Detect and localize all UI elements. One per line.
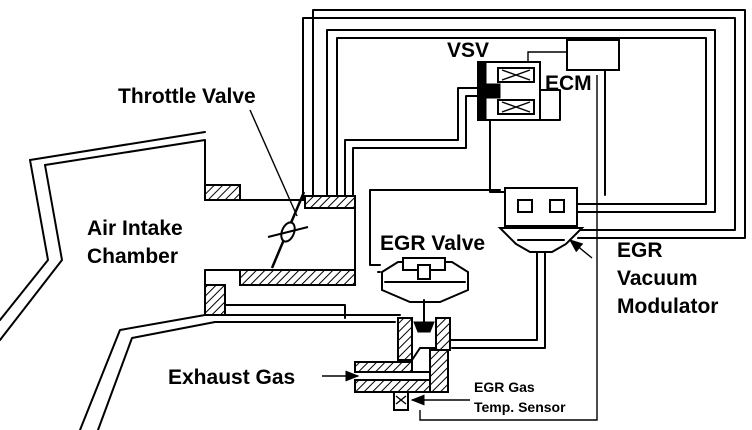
air-intake-label-2: Chamber bbox=[87, 245, 178, 268]
pointer-arrow-icon bbox=[322, 370, 470, 406]
egr-valve bbox=[369, 189, 501, 361]
throttle-valve-label: Throttle Valve bbox=[118, 85, 256, 108]
vacuum-hoses bbox=[302, 9, 746, 239]
exhaust-passage bbox=[354, 347, 449, 393]
modulator-label-3: Modulator bbox=[617, 295, 718, 318]
vsv-label: VSV bbox=[447, 39, 489, 62]
ecm-label: ECM bbox=[545, 72, 592, 95]
air-intake-chamber bbox=[0, 131, 401, 430]
sensor-wire bbox=[419, 75, 598, 421]
throttle-plate-icon bbox=[267, 191, 309, 269]
ecm-box bbox=[566, 39, 620, 196]
egr-valve-label: EGR Valve bbox=[380, 232, 485, 255]
temp-sensor-label-2: Temp. Sensor bbox=[474, 399, 566, 415]
exhaust-gas-label: Exhaust Gas bbox=[168, 366, 295, 389]
temp-sensor-label-1: EGR Gas bbox=[474, 379, 535, 395]
vsv-solenoid bbox=[477, 61, 541, 121]
throttle-leader bbox=[249, 109, 298, 217]
egr-vacuum-modulator bbox=[449, 187, 593, 349]
air-intake-label-1: Air Intake bbox=[87, 217, 183, 240]
modulator-label-2: Vacuum bbox=[617, 267, 698, 290]
egr-temp-sensor bbox=[393, 391, 409, 411]
modulator-label-1: EGR bbox=[617, 239, 663, 262]
